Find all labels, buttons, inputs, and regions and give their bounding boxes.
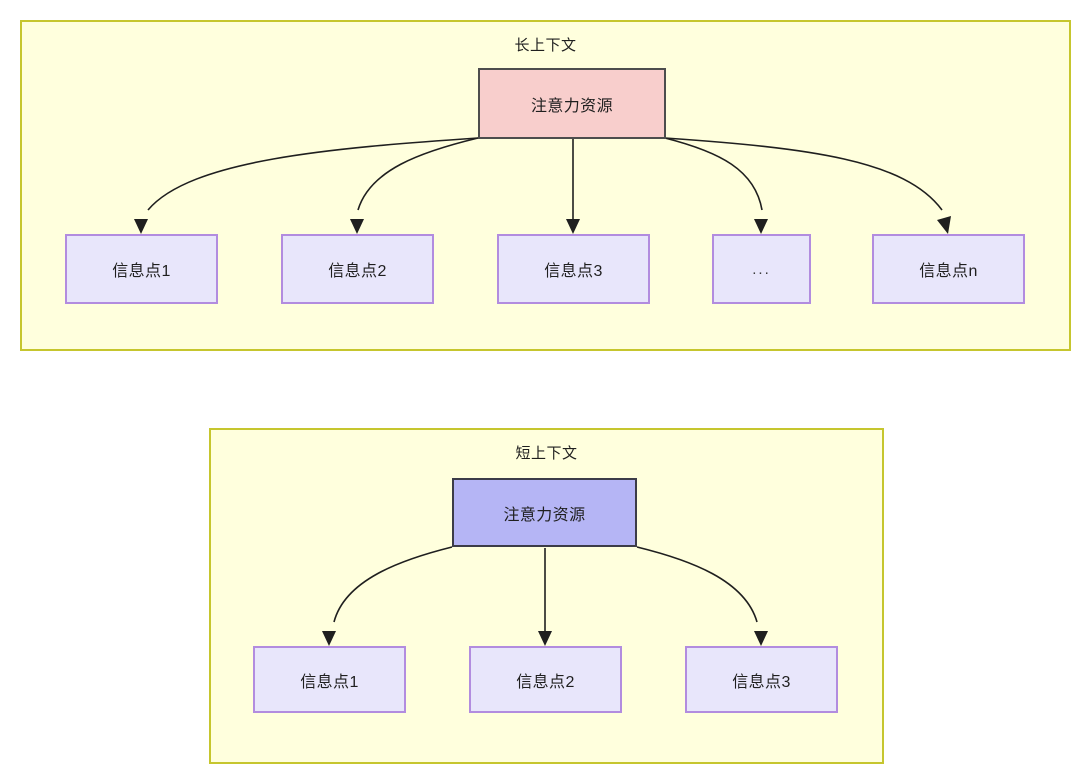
node-long-leaf-2[interactable]: 信息点2 [281,234,434,304]
node-short-leaf-2-label: 信息点2 [516,673,575,691]
node-short-root-label: 注意力资源 [503,506,586,524]
node-short-root[interactable]: 注意力资源 [452,478,637,547]
node-short-leaf-3[interactable]: 信息点3 [685,646,838,713]
node-short-leaf-1[interactable]: 信息点1 [253,646,406,713]
node-long-leaf-2-label: 信息点2 [328,263,387,280]
node-long-leaf-3-label: 信息点3 [544,263,603,280]
group-long-context-title: 长上下文 [514,37,577,54]
node-long-root-label: 注意力资源 [530,97,613,115]
node-long-leaf-ellipsis-label: ... [752,260,771,278]
node-short-leaf-1-label: 信息点1 [300,673,359,691]
node-long-root[interactable]: 注意力资源 [478,68,666,139]
node-long-leaf-n[interactable]: 信息点n [872,234,1025,304]
node-long-leaf-1-label: 信息点1 [112,263,171,280]
node-short-leaf-3-label: 信息点3 [732,673,791,691]
node-long-leaf-1[interactable]: 信息点1 [65,234,218,304]
node-long-leaf-ellipsis[interactable]: ... [712,234,811,304]
group-short-context-title: 短上下文 [515,445,578,462]
node-long-leaf-n-label: 信息点n [919,263,978,280]
node-long-leaf-3[interactable]: 信息点3 [497,234,650,304]
node-short-leaf-2[interactable]: 信息点2 [469,646,622,713]
